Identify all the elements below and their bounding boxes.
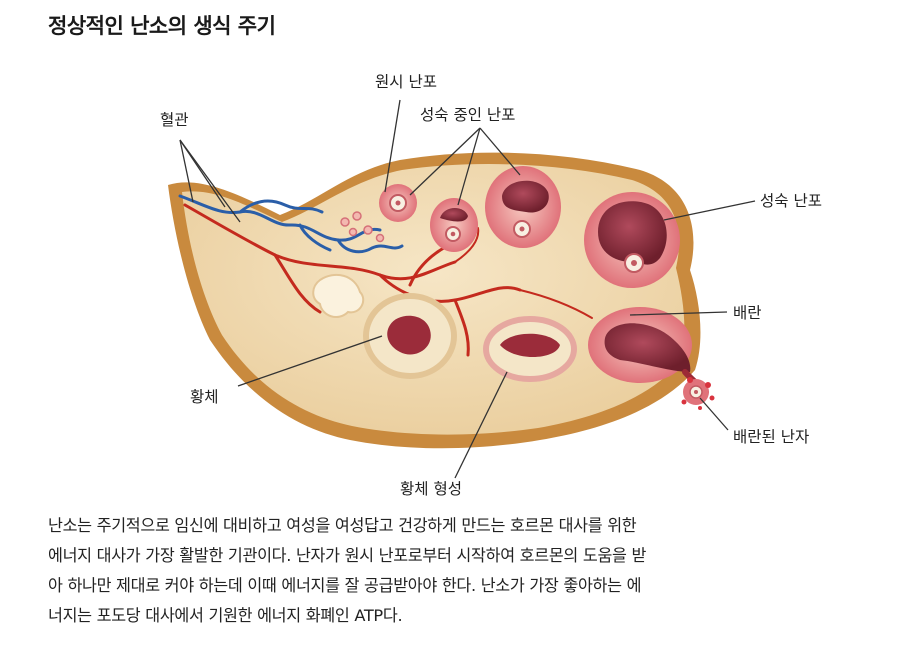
label-corpus-luteum: 황체	[190, 388, 219, 406]
arteries	[183, 203, 593, 357]
body-line: 난소는 주기적으로 임신에 대비하고 여성을 여성답고 건강하게 만드는 호르몬…	[48, 516, 637, 535]
ovary-diagram: 혈관 원시 난포 성숙 중인 난포 성숙 난포 배란 황체 배란된 난자 황체 …	[160, 73, 822, 498]
veins	[178, 194, 404, 254]
body-line: 에너지 대사가 가장 활발한 기관이다. 난자가 원시 난포로부터 시작하여 호…	[48, 546, 647, 565]
leader-lines	[179, 99, 756, 479]
ovulating-follicle	[588, 307, 709, 395]
maturing-follicle-large	[485, 166, 561, 248]
body-paragraph: 난소는 주기적으로 임신에 대비하고 여성을 여성답고 건강하게 만드는 호르몬…	[48, 511, 868, 631]
label-blood-vessel: 혈관	[160, 111, 189, 129]
small-follicles	[340, 211, 385, 243]
page-title: 정상적인 난소의 생식 주기	[48, 14, 276, 38]
primordial-follicle	[379, 184, 417, 222]
label-ovulation: 배란	[733, 304, 762, 322]
label-primordial-follicle: 원시 난포	[375, 73, 437, 91]
corpus-albicans	[312, 273, 365, 319]
ovulated-egg	[681, 377, 715, 410]
body-line: 너지는 포도당 대사에서 기원한 에너지 화폐인 ATP다.	[48, 606, 403, 625]
maturing-follicle-small	[430, 198, 478, 252]
label-maturing-follicle: 성숙 중인 난포	[420, 106, 515, 124]
label-mature-follicle: 성숙 난포	[760, 192, 822, 210]
body-line: 아 하나만 제대로 커야 하는데 이때 에너지를 잘 공급받아야 한다. 난소가…	[48, 576, 642, 595]
mature-follicle	[584, 192, 680, 288]
corpus-luteum-forming	[483, 316, 577, 382]
label-corpus-luteum-formation: 황체 형성	[400, 480, 462, 498]
label-ovulated-egg: 배란된 난자	[733, 428, 809, 446]
corpus-luteum	[363, 293, 457, 379]
